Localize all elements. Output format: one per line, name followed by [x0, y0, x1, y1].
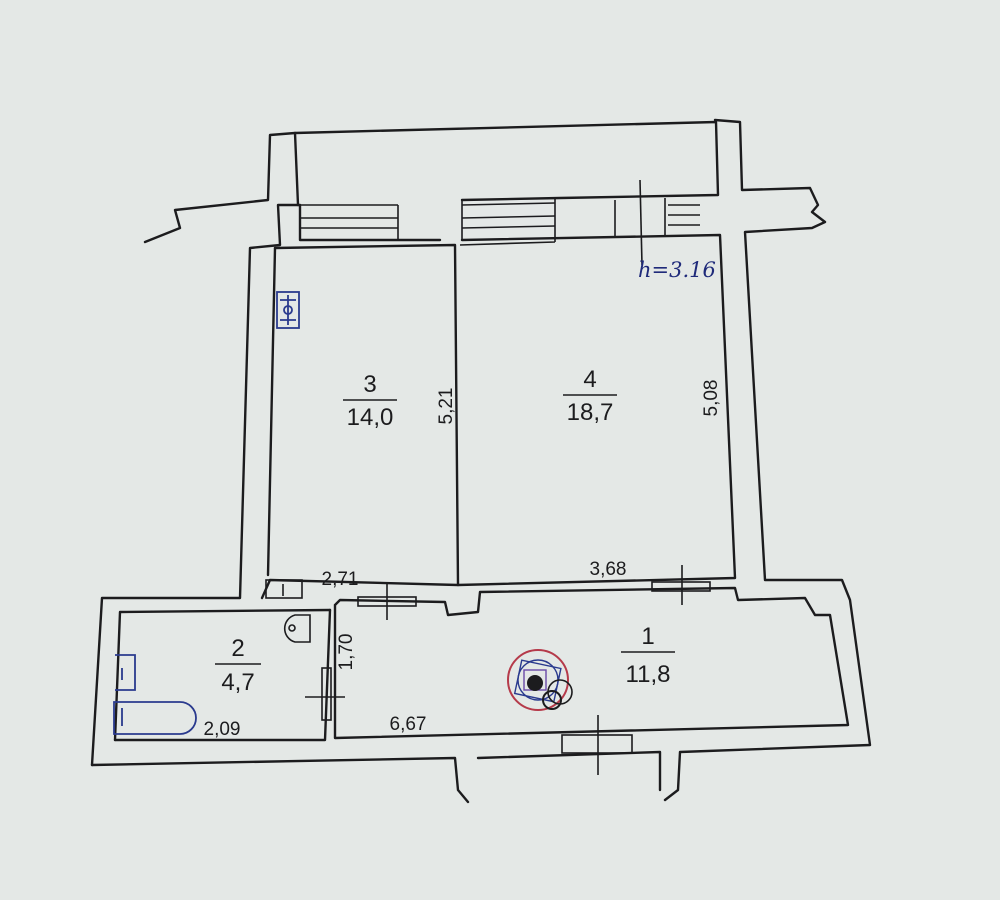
interior-walls — [113, 198, 850, 742]
room-number: 2 — [231, 635, 244, 662]
dim-room3-width: 2,71 — [322, 569, 359, 590]
room-label-2: 2 4,7 — [215, 635, 261, 696]
room-label-3: 3 14,0 — [343, 371, 397, 431]
ceiling-height-note: h=3.16 — [638, 258, 716, 282]
windows — [300, 179, 700, 266]
scribble-mark — [507, 649, 573, 711]
room-area: 18,7 — [567, 399, 614, 426]
toilet-icon — [283, 614, 311, 643]
dimension-labels: 5,21 5,08 2,71 3,68 1,70 2,09 6,67 — [204, 380, 722, 740]
outer-walls — [90, 118, 872, 804]
dim-room4-width: 3,68 — [590, 559, 627, 580]
kitchen-box-icon — [265, 579, 303, 599]
dim-room4-height: 5,08 — [701, 380, 722, 417]
dim-bath-width: 2,09 — [204, 719, 241, 740]
sink-icon — [115, 654, 136, 691]
dim-bath-height: 1,70 — [336, 634, 357, 671]
dim-hall-width: 6,67 — [390, 714, 427, 735]
room-number: 1 — [641, 623, 654, 650]
room-label-4: 4 18,7 — [563, 366, 617, 426]
room-label-1: 1 11,8 — [621, 623, 675, 688]
fixtures — [113, 291, 311, 735]
doors — [305, 565, 711, 775]
room-number: 3 — [363, 371, 376, 398]
room-area: 11,8 — [626, 661, 671, 688]
room-area: 14,0 — [347, 404, 394, 431]
dim-room3-height: 5,21 — [436, 388, 457, 425]
bathtub-icon — [113, 701, 197, 735]
room-number: 4 — [583, 366, 596, 393]
room-area: 4,7 — [221, 669, 254, 696]
radiator-icon — [276, 291, 300, 329]
